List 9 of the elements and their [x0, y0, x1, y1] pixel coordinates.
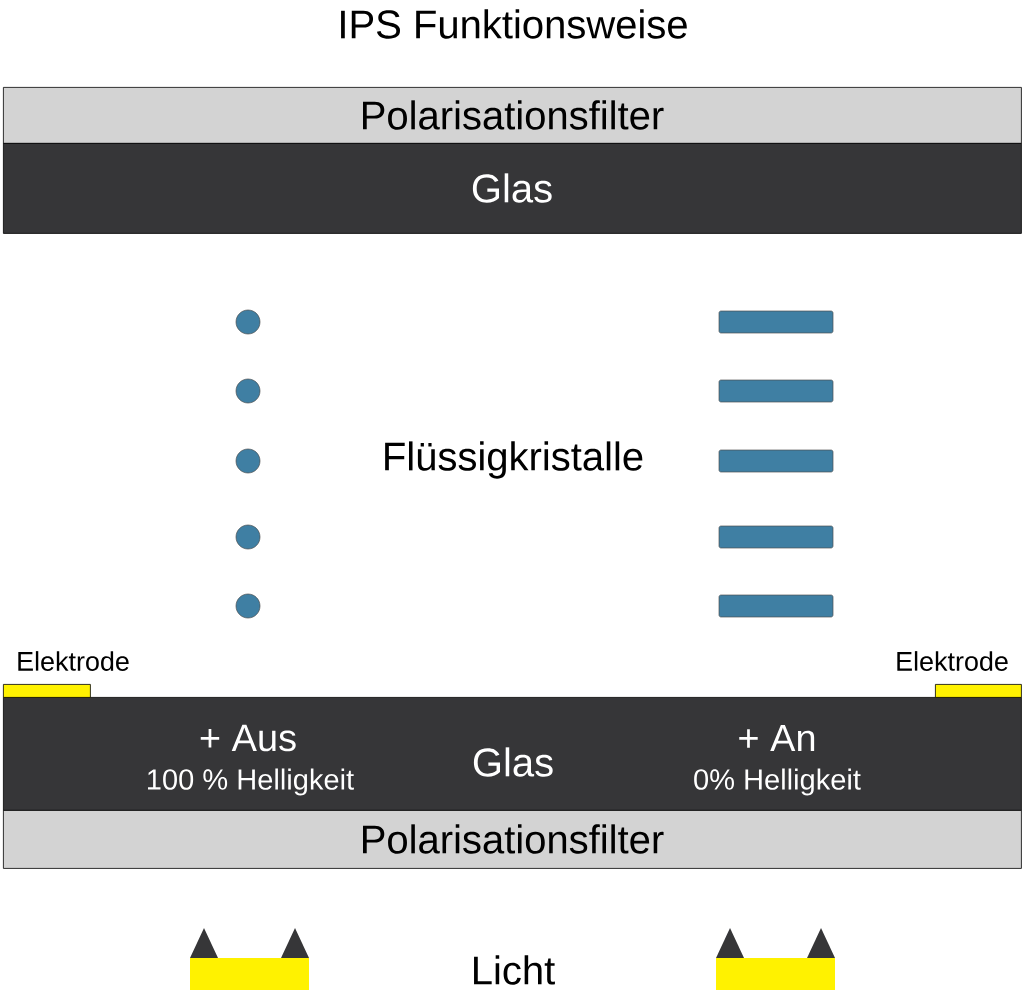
title: IPS Funktionsweise — [341, 9, 687, 39]
layer-band: Polarisationsfilter — [3, 810, 1022, 869]
electrode-label: Elektrode — [897, 651, 1008, 671]
label: Flüssigkristalle — [385, 441, 643, 479]
label: Licht — [474, 955, 555, 985]
layer-band: Polarisationsfilter — [3, 87, 1022, 144]
electrode-label: Elektrode — [18, 651, 129, 671]
layer-band: + Aus 100 % Helligkeit Glas + An 0% Helligkeit — [3, 697, 1022, 811]
layer-band: Glas — [3, 143, 1022, 234]
